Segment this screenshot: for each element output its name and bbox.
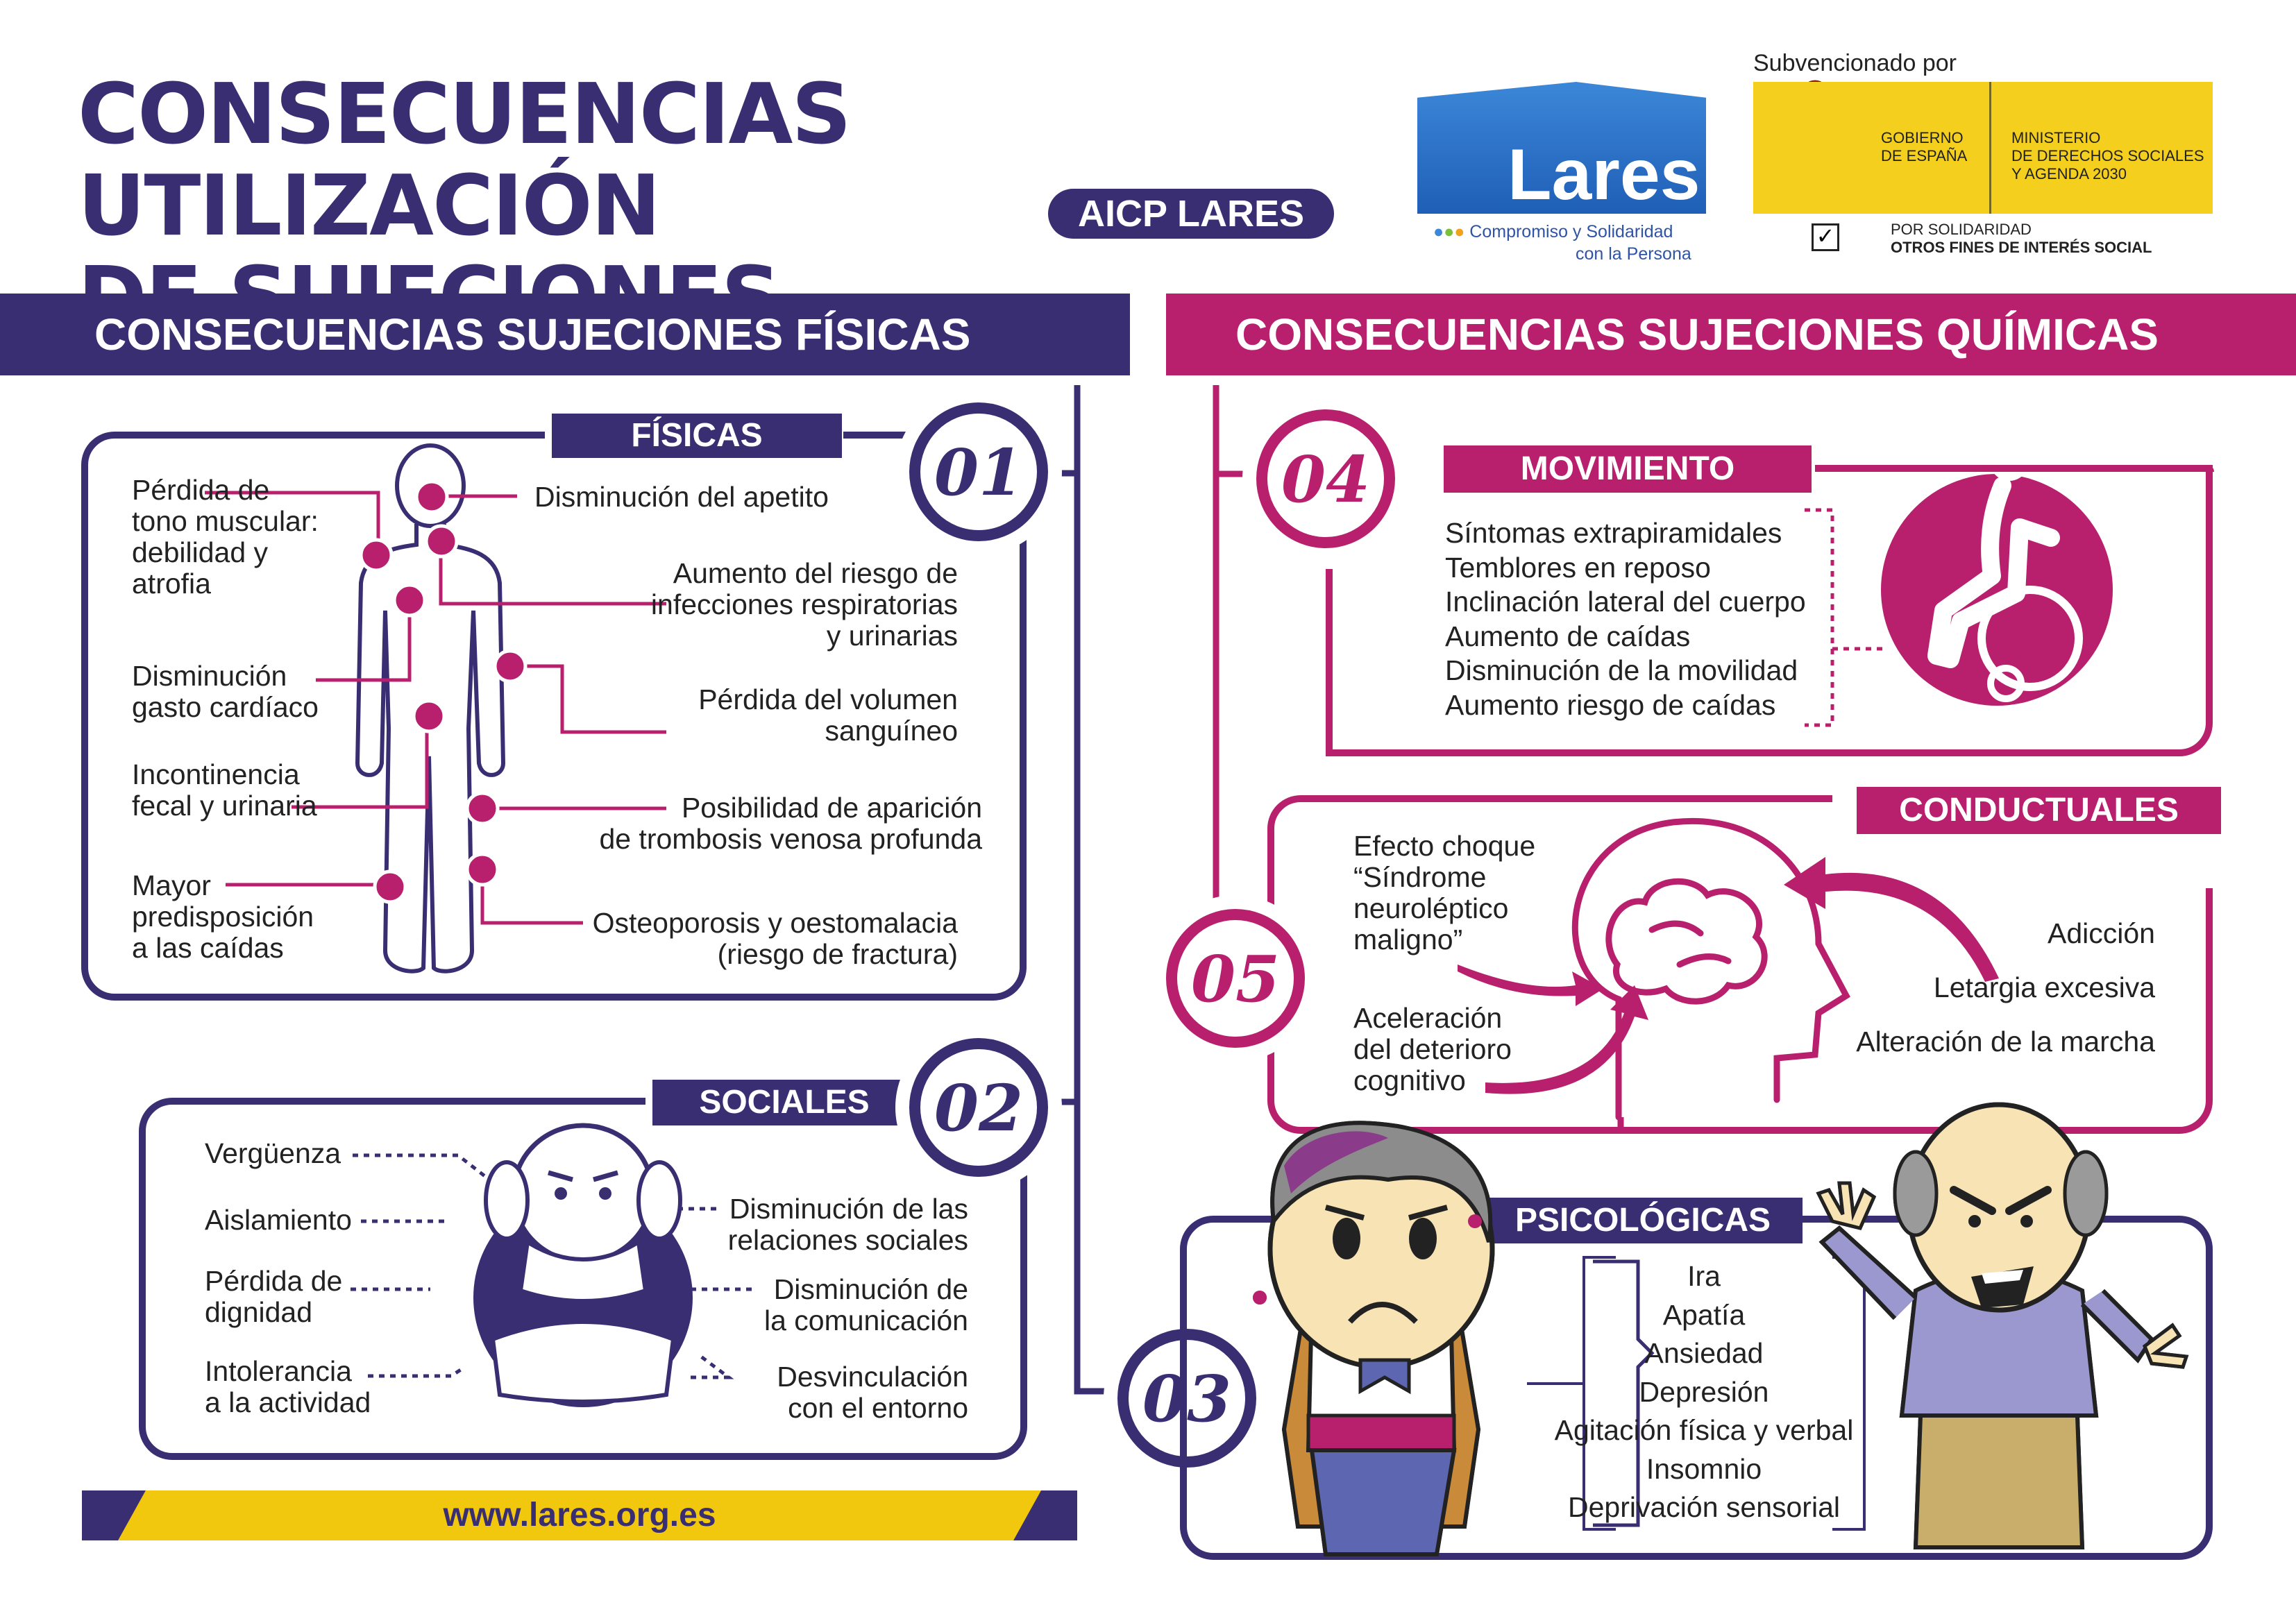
fisicas-right-5: Osteoporosis y oestomalacia (riesgo de f… (592, 907, 958, 970)
solidarity-text: POR SOLIDARIDAD OTROS FINES DE INTERÉS S… (1891, 221, 2152, 256)
sociales-left-4: Intolerancia a la actividad (205, 1355, 371, 1418)
psicologicas-list: Ira Apatía Ansiedad Depresión Agitación … (1554, 1260, 1854, 1523)
conductuales-left-2: Aceleración del deterioro cognitivo (1353, 1002, 1512, 1096)
conductuales-gap-2 (2206, 826, 2214, 888)
logo-tagline: ●●● Compromiso y Solidaridad (1433, 222, 1673, 241)
chemical-heading: CONSECUENCIAS SUJECIONES QUÍMICAS (1166, 294, 2296, 375)
head-brain-illustration (1571, 817, 1850, 1121)
gov-divider (1989, 82, 1991, 214)
ministry-text: MINISTERIO DE DERECHOS SOCIALES Y AGENDA… (2011, 129, 2204, 182)
movimiento-label: MOVIMIENTO (1444, 445, 1812, 493)
sociales-left-1: Vergüenza (205, 1137, 341, 1169)
sociales-right-1: Disminución de las relaciones sociales (727, 1193, 968, 1256)
logo-text: Lares (1508, 135, 1700, 215)
checkbox-icon: ✓ (1812, 223, 1839, 251)
title-line-1: CONSECUENCIAS UTILIZACIÓN (78, 67, 852, 255)
sociales-right-2: Disminución de la comunicación (764, 1273, 968, 1336)
psicologicas-label: PSICOLÓGICAS (1483, 1198, 1803, 1243)
sociales-label: SOCIALES (652, 1080, 916, 1125)
movimiento-panel-top (1815, 465, 2214, 472)
website-banner (118, 1490, 1041, 1540)
movimiento-panel (1326, 465, 2213, 756)
psico-bracket-left (1582, 1256, 1585, 1531)
subsidy-label: Subvencionado por (1753, 50, 1957, 76)
fisicas-left-2: Disminución gasto cardíaco (132, 660, 319, 723)
gov-banner (1753, 82, 2213, 214)
movimiento-list: Síntomas extrapiramidales Temblores en r… (1445, 517, 1806, 721)
fisicas-right-3: Pérdida del volumen sanguíneo (698, 683, 958, 747)
human-body-figure (355, 443, 506, 974)
number-05: 05 (1166, 909, 1305, 1048)
movimiento-panel-corner (1326, 749, 1367, 756)
fisicas-right-2: Aumento del riesgo de infecciones respir… (650, 557, 958, 652)
fisicas-left-4: Mayor predisposición a las caídas (132, 869, 314, 964)
aicp-badge: AICP LARES (1048, 189, 1334, 239)
conductuales-label: CONDUCTUALES (1857, 787, 2221, 834)
sociales-left-2: Aislamiento (205, 1204, 352, 1236)
psico-bracket-left-top (1582, 1256, 1616, 1259)
physical-heading: CONSECUENCIAS SUJECIONES FÍSICAS (0, 294, 1130, 375)
psico-bracket-left-tip (1527, 1382, 1582, 1385)
psico-bracket-right-bottom (1832, 1528, 1866, 1531)
conductuales-left-1: Efecto choque “Síndrome neuroléptico mal… (1353, 830, 1536, 955)
conductuales-right: Adicción Letargia excesiva Alteración de… (1856, 917, 2155, 1057)
fisicas-left-3: Incontinencia fecal y urinaria (132, 758, 317, 822)
lares-logo: Lares (1417, 82, 1706, 214)
fisicas-label: FÍSICAS (552, 414, 842, 458)
body-markers (359, 479, 527, 904)
movimiento-panel-left (1326, 569, 1333, 756)
number-04: 04 (1256, 409, 1395, 548)
fisicas-right-4: Posibilidad de aparición de trombosis ve… (599, 792, 982, 855)
psico-bracket-left-bottom (1582, 1528, 1616, 1531)
number-02: 02 (909, 1038, 1048, 1177)
sociales-right-3: Desvinculación con el entorno (777, 1361, 968, 1424)
psico-bracket-right (1863, 1256, 1866, 1531)
fisicas-right-1: Disminución del apetito (534, 481, 829, 513)
sociales-left-3: Pérdida de dignidad (205, 1265, 343, 1328)
sociales-panel (139, 1098, 1027, 1460)
number-01: 01 (909, 402, 1048, 541)
arrows (1458, 857, 1999, 1094)
fisicas-left-1: Pérdida de tono muscular: debilidad y at… (132, 474, 319, 600)
website-link[interactable]: www.lares.org.es (443, 1497, 716, 1533)
logo-tagline-2: con la Persona (1576, 244, 1691, 264)
gov-text: GOBIERNO DE ESPAÑA (1881, 129, 1968, 164)
body-marker-lines (205, 491, 666, 925)
embarrassed-man-illustration (473, 1123, 693, 1407)
